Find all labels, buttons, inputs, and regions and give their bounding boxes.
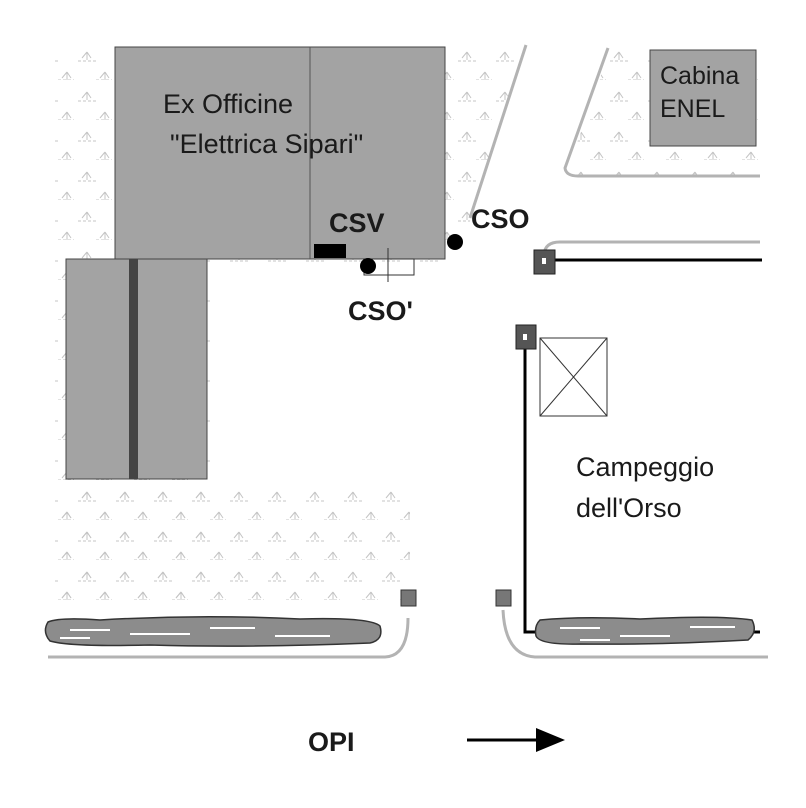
cso-prime-label: CSO' bbox=[348, 296, 413, 326]
fence-post-1-dot bbox=[542, 258, 546, 264]
building-annex bbox=[65, 258, 208, 480]
road-edge-diagonal bbox=[468, 44, 528, 219]
arrow-right-icon bbox=[467, 728, 565, 752]
road-edge-mid-right bbox=[542, 240, 760, 257]
crossed-box bbox=[539, 337, 608, 417]
hedge-right bbox=[534, 616, 755, 645]
csv-marker bbox=[314, 244, 346, 258]
fence-post-2-dot bbox=[523, 334, 527, 340]
road-post-right bbox=[495, 589, 512, 607]
building-ex-officine bbox=[114, 46, 446, 260]
cso-marker bbox=[447, 234, 463, 250]
road-post-left bbox=[400, 589, 417, 607]
cabina-label-line1: Cabina bbox=[660, 62, 739, 90]
building-label-line2: "Elettrica Sipari" bbox=[170, 129, 363, 159]
cabina-label-line2: ENEL bbox=[660, 95, 725, 123]
road-edge-bottom-right bbox=[501, 609, 768, 659]
campeggio-fence bbox=[523, 258, 762, 634]
cso-prime-marker bbox=[360, 258, 376, 274]
road-edge-top-right bbox=[563, 47, 760, 178]
csv-label: CSV bbox=[329, 208, 385, 238]
cso-label: CSO bbox=[471, 204, 530, 234]
campeggio-label-line1: Campeggio bbox=[576, 452, 714, 482]
opi-label: OPI bbox=[308, 727, 355, 757]
campeggio-label-line2: dell'Orso bbox=[576, 493, 682, 523]
building-label-line1: Ex Officine bbox=[163, 89, 293, 119]
road-edge-bottom-left bbox=[48, 617, 410, 659]
hedge-left bbox=[44, 615, 382, 647]
building-cabina-enel bbox=[649, 49, 757, 147]
